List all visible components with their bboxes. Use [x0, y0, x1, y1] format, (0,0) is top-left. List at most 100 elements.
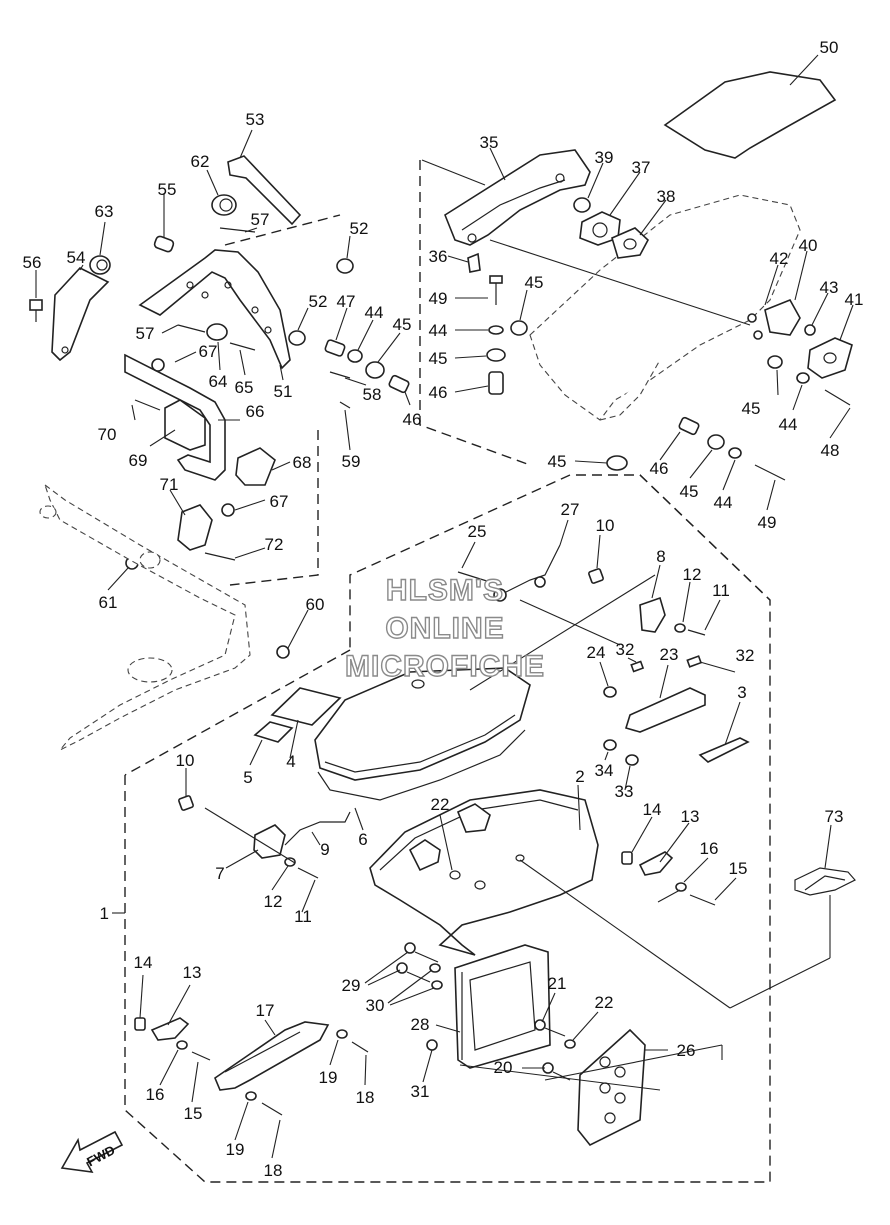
callout-53: 53: [246, 110, 265, 129]
callout-25: 25: [468, 522, 487, 541]
callout-41: 41: [845, 290, 864, 309]
callout-13-b: 13: [183, 963, 202, 982]
callout-59: 59: [342, 452, 361, 471]
callout-21: 21: [548, 974, 567, 993]
fwd-arrow-icon: FWD: [60, 1130, 124, 1174]
callout-61: 61: [99, 593, 118, 612]
callout-16-a: 16: [700, 839, 719, 858]
saddlebag-assembly: [134, 544, 856, 1147]
leader-lines: [35, 54, 854, 1159]
callout-66: 66: [246, 402, 265, 421]
callout-18-a: 18: [356, 1088, 375, 1107]
callout-29: 29: [342, 976, 361, 995]
callout-64: 64: [209, 372, 228, 391]
callout-5: 5: [243, 768, 252, 787]
callout-67-a: 67: [199, 342, 218, 361]
callout-47: 47: [337, 292, 356, 311]
callout-62: 62: [191, 152, 210, 171]
callout-42: 42: [770, 249, 789, 268]
callout-65: 65: [235, 378, 254, 397]
callout-18-b: 18: [264, 1161, 283, 1180]
callout-labels: 1 2 3 4 5 6 7 8 9 10 10 11 11 12 12 13 1…: [23, 38, 864, 1180]
callout-14-a: 14: [643, 800, 662, 819]
callout-52-a: 52: [350, 219, 369, 238]
callout-6: 6: [358, 830, 367, 849]
callout-70: 70: [98, 425, 117, 444]
callout-67-b: 67: [270, 492, 289, 511]
callout-15-b: 15: [184, 1104, 203, 1123]
callout-30: 30: [366, 996, 385, 1015]
callout-32-a: 32: [616, 640, 635, 659]
callout-10-a: 10: [596, 516, 615, 535]
callout-46-b: 46: [429, 383, 448, 402]
callout-13-a: 13: [681, 807, 700, 826]
callout-22-a: 22: [431, 795, 450, 814]
assembly-boundary: [124, 160, 771, 1183]
callout-2: 2: [575, 767, 584, 786]
callout-20: 20: [494, 1058, 513, 1077]
callout-52-b: 52: [309, 292, 328, 311]
callout-68: 68: [293, 453, 312, 472]
callout-44-b: 44: [429, 321, 448, 340]
callout-46-a: 46: [403, 410, 422, 429]
callout-34: 34: [595, 761, 614, 780]
callout-45-b: 45: [525, 273, 544, 292]
watermark-line-3: MICROFICHE: [345, 650, 545, 683]
callout-9: 9: [320, 840, 329, 859]
callout-19-a: 19: [319, 1068, 338, 1087]
callout-60: 60: [306, 595, 325, 614]
callout-10-b: 10: [176, 751, 195, 770]
callout-49-a: 49: [429, 289, 448, 308]
callout-16-b: 16: [146, 1085, 165, 1104]
callout-54: 54: [67, 248, 86, 267]
callout-27: 27: [561, 500, 580, 519]
callout-50: 50: [820, 38, 839, 57]
callout-44-a: 44: [365, 303, 384, 322]
cover-assembly-upper-right: [444, 71, 853, 481]
callout-71: 71: [160, 475, 179, 494]
callout-49-b: 49: [758, 513, 777, 532]
callout-57-b: 57: [136, 324, 155, 343]
callout-51: 51: [274, 382, 293, 401]
callout-32-b: 32: [736, 646, 755, 665]
callout-11-b: 11: [294, 907, 312, 926]
bracket-assembly-upper-left: [29, 155, 410, 659]
callout-22-b: 22: [595, 993, 614, 1012]
callout-23: 23: [660, 645, 679, 664]
callout-37: 37: [632, 158, 651, 177]
callout-33: 33: [615, 782, 634, 801]
callout-15-a: 15: [729, 859, 748, 878]
callout-11-a: 11: [712, 581, 730, 600]
callout-56: 56: [23, 253, 42, 272]
callout-55: 55: [158, 180, 177, 199]
callout-17: 17: [256, 1001, 275, 1020]
callout-44-c: 44: [779, 415, 798, 434]
callout-19-b: 19: [226, 1140, 245, 1159]
callout-12-b: 12: [264, 892, 283, 911]
watermark: HLSM'S ONLINE MICROFICHE: [344, 573, 545, 683]
callout-57-a: 57: [251, 210, 270, 229]
callout-48: 48: [821, 441, 840, 460]
callout-8: 8: [656, 547, 665, 566]
callout-45-f: 45: [680, 482, 699, 501]
callout-45-e: 45: [548, 452, 567, 471]
callout-73: 73: [825, 807, 844, 826]
callout-40: 40: [799, 236, 818, 255]
callout-28: 28: [411, 1015, 430, 1034]
callout-39: 39: [595, 148, 614, 167]
callout-43: 43: [820, 278, 839, 297]
callout-7: 7: [215, 864, 224, 883]
callout-12-a: 12: [683, 565, 702, 584]
watermark-line-2: ONLINE: [385, 612, 504, 645]
callout-35: 35: [480, 133, 499, 152]
callout-26: 26: [677, 1041, 696, 1060]
callout-63: 63: [95, 202, 114, 221]
callout-31: 31: [411, 1082, 430, 1101]
callout-72: 72: [265, 535, 284, 554]
frame-ghost: [39, 483, 251, 751]
watermark-line-1: HLSM'S: [386, 574, 504, 607]
callout-14-b: 14: [134, 953, 153, 972]
callout-58: 58: [363, 385, 382, 404]
callout-36: 36: [429, 247, 448, 266]
